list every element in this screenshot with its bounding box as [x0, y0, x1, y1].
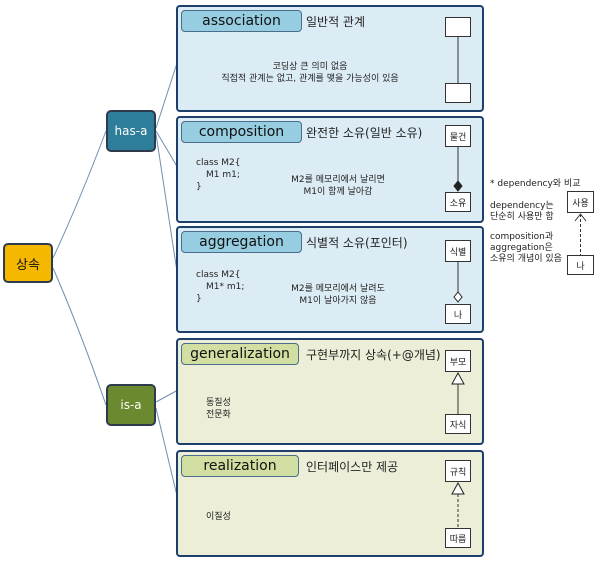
line-isa-generalization — [155, 389, 179, 403]
panel-description: 식별적 소유(포인터) — [306, 236, 408, 250]
code-line: class M2{ — [196, 158, 241, 168]
panel-note: M1이 날아가지 않음 — [299, 296, 377, 306]
panel-note: 이질성 — [206, 512, 231, 522]
line-isa-realization — [155, 407, 179, 501]
code-line: } — [196, 182, 202, 192]
panel-note: 코딩상 큰 의미 없음 — [272, 62, 348, 72]
uml-box-bottom: 나 — [445, 304, 471, 324]
panel-description: 일반적 관계 — [306, 15, 366, 29]
composition-line — [453, 147, 463, 192]
code-line: M1 m1; — [206, 170, 240, 180]
side-note-heading: * dependency와 비교 — [490, 179, 581, 189]
dependency-box-bottom: 나 — [567, 255, 594, 275]
uml-box-bottom — [445, 83, 471, 103]
panel-description: 완전한 소유(일반 소유) — [306, 126, 423, 140]
panel-title: generalization — [181, 343, 299, 365]
panel-note: M1이 함께 날아감 — [303, 187, 373, 197]
side-note-line: aggregation은 — [490, 243, 553, 253]
uml-box-top: 부모 — [445, 350, 471, 372]
panel-note: 전문화 — [206, 410, 231, 420]
generalization-arrow — [451, 372, 465, 414]
code-line: M1* m1; — [206, 282, 245, 292]
panel-title: association — [181, 10, 302, 32]
uml-box-bottom: 자식 — [445, 414, 471, 434]
line-hasa-composition — [155, 130, 179, 169]
panel-note: 동질성 — [206, 398, 231, 408]
side-note-line: dependency는 — [490, 201, 554, 211]
aggregation-line — [453, 262, 463, 303]
line-root-hasa — [52, 130, 107, 259]
node-has-a: has-a — [106, 110, 156, 152]
panel-title: composition — [181, 121, 302, 143]
panel-note: 직접적 관계는 없고, 관계를 맺을 가능성이 있음 — [221, 74, 399, 84]
dependency-arrow — [574, 213, 587, 255]
line-root-isa — [52, 267, 107, 406]
panel-note: M2를 메모리에서 날려도 — [291, 284, 385, 294]
panel-generalization: generalization 구현부까지 상속(+@개념) 동질성 전문화 부모… — [176, 338, 484, 445]
line-hasa-aggregation — [155, 133, 179, 279]
side-note-line: 소유의 개념이 있음 — [490, 254, 562, 264]
association-line — [457, 37, 459, 83]
line-hasa-association — [155, 59, 179, 129]
dependency-box-top: 사용 — [567, 191, 594, 213]
panel-description: 인터페이스만 제공 — [306, 460, 399, 474]
panel-aggregation: aggregation 식별적 소유(포인터) class M2{ M1* m1… — [176, 226, 484, 333]
panel-note: M2를 메모리에서 날리면 — [291, 175, 385, 185]
side-note-line: 단순히 사용만 함 — [490, 212, 554, 222]
panel-association: association 일반적 관계 코딩상 큰 의미 없음 직접적 관계는 없… — [176, 5, 484, 112]
uml-box-top: 규칙 — [445, 460, 471, 482]
code-line: class M2{ — [196, 270, 241, 280]
uml-box-bottom: 따름 — [445, 528, 471, 548]
side-note-line: composition과 — [490, 232, 554, 242]
uml-box-top: 물건 — [445, 125, 471, 147]
panel-description: 구현부까지 상속(+@개념) — [306, 348, 441, 362]
root-node-inheritance: 상속 — [3, 243, 53, 283]
panel-realization: realization 인터페이스만 제공 이질성 규칙 따름 — [176, 450, 484, 557]
panel-title: realization — [181, 455, 299, 477]
panel-composition: composition 완전한 소유(일반 소유) class M2{ M1 m… — [176, 116, 484, 223]
uml-box-bottom: 소유 — [445, 192, 471, 212]
realization-arrow — [451, 482, 465, 528]
uml-box-top: 식별 — [445, 240, 471, 262]
panel-title: aggregation — [181, 231, 302, 253]
uml-box-top — [445, 17, 471, 37]
code-line: } — [196, 294, 202, 304]
node-is-a: is-a — [106, 384, 156, 426]
